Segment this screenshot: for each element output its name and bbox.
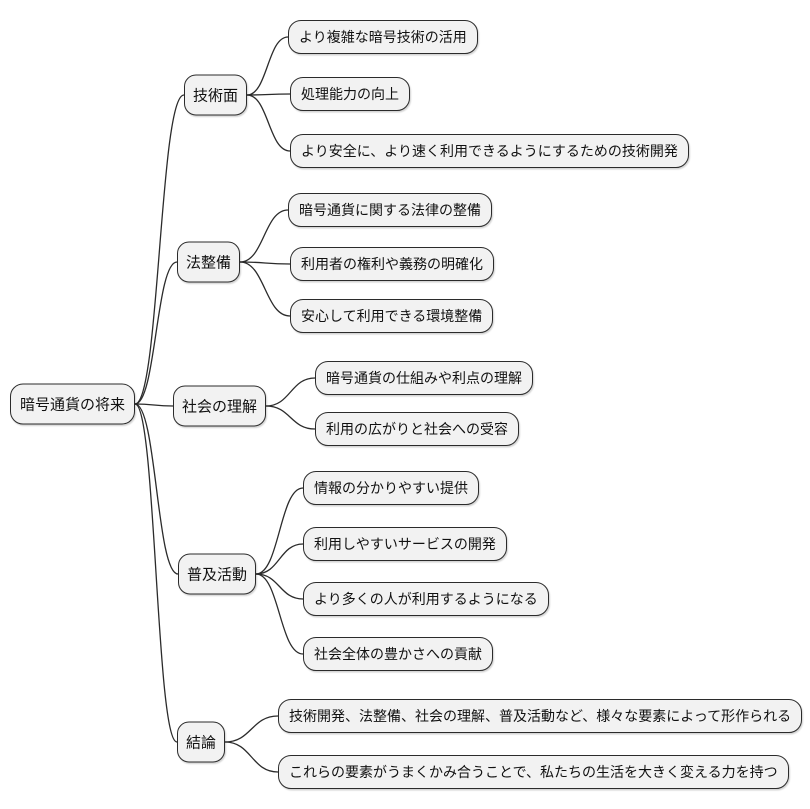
- node-branch-social-understanding: 社会の理解: [173, 385, 267, 427]
- node-leaf-social-2: 利用の広がりと社会への受容: [315, 412, 519, 446]
- node-leaf-promotion-3: より多くの人が利用するようになる: [303, 582, 549, 616]
- node-leaf-conclusion-1: 技術開発、法整備、社会の理解、普及活動など、様々な要素によって形作られる: [278, 699, 803, 733]
- node-leaf-legislation-2: 利用者の権利や義務の明確化: [290, 247, 494, 281]
- node-leaf-legislation-1: 暗号通貨に関する法律の整備: [288, 193, 492, 227]
- node-leaf-legislation-3: 安心して利用できる環境整備: [290, 299, 494, 333]
- node-branch-conclusion: 結論: [177, 721, 226, 763]
- node-leaf-technology-1: より複雑な暗号技術の活用: [288, 20, 478, 54]
- node-leaf-technology-3: より安全に、より速く利用できるようにするための技術開発: [290, 134, 689, 168]
- node-leaf-promotion-2: 利用しやすいサービスの開発: [303, 527, 507, 561]
- node-leaf-technology-2: 処理能力の向上: [290, 77, 410, 111]
- node-branch-legislation: 法整備: [177, 241, 241, 283]
- node-leaf-social-1: 暗号通貨の仕組みや利点の理解: [315, 361, 533, 395]
- node-leaf-promotion-1: 情報の分かりやすい提供: [303, 471, 479, 505]
- node-branch-technology: 技術面: [184, 74, 248, 116]
- node-leaf-promotion-4: 社会全体の豊かさへの貢献: [303, 637, 493, 671]
- node-branch-promotion: 普及活動: [178, 553, 257, 595]
- node-root: 暗号通貨の将来: [10, 383, 136, 425]
- node-leaf-conclusion-2: これらの要素がうまくかみ合うことで、私たちの生活を大きく変える力を持つ: [278, 755, 789, 789]
